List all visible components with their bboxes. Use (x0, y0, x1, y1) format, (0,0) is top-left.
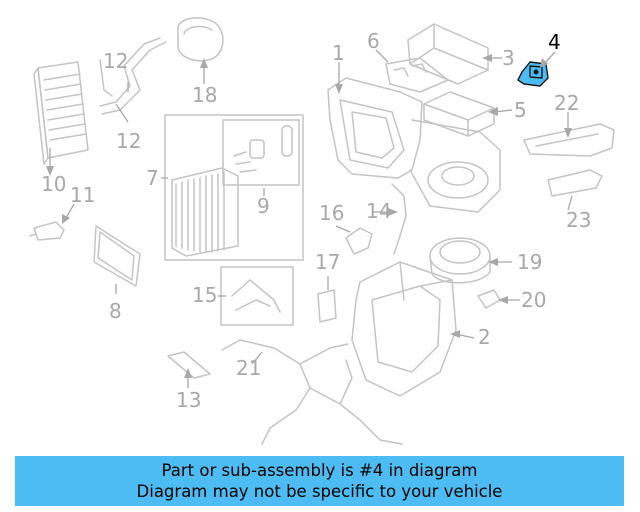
part-hvac-case (327, 77, 501, 213)
callout-2: 2 (478, 325, 491, 349)
part-wire-strand (391, 183, 407, 255)
part-small-module (317, 289, 337, 323)
part-bracket (345, 227, 373, 255)
callout-9: 9 (257, 194, 270, 218)
callout-13: 13 (176, 388, 201, 412)
part-harness-box (220, 266, 294, 326)
callout-17: 17 (315, 250, 340, 274)
banner-line-disclaimer: Diagram may not be specific to your vehi… (136, 482, 503, 501)
callout-5: 5 (514, 98, 527, 122)
callout-12-top: 12 (103, 49, 128, 73)
part-lower-case (351, 261, 457, 397)
callout-7: 7 (146, 166, 159, 190)
part-actuator-highlighted[interactable] (517, 61, 549, 87)
part-top-duct (523, 123, 615, 157)
callout-4[interactable]: 4 (548, 30, 561, 54)
callout-22: 22 (554, 91, 579, 115)
part-heater-core (33, 61, 89, 165)
callout-15: 15 (192, 283, 217, 307)
callout-20: 20 (521, 288, 546, 312)
leader-lines (46, 49, 573, 388)
banner-line-part-number: Part or sub-assembly is #4 in diagram (161, 461, 478, 480)
callout-16: 16 (319, 201, 344, 225)
part-upper-duct (407, 23, 489, 85)
callout-21: 21 (236, 356, 261, 380)
part-duct-outlet (385, 57, 449, 93)
callout-23: 23 (566, 208, 591, 232)
part-foam-pad (177, 17, 224, 62)
callout-19: 19 (517, 250, 542, 274)
part-expansion-valve-box (222, 119, 300, 186)
callout-11: 11 (70, 183, 95, 207)
part-small-duct (547, 169, 603, 197)
callout-18: 18 (192, 83, 217, 107)
callout-8: 8 (109, 299, 122, 323)
part-wire-harness (221, 339, 403, 445)
part-evaporator-box (164, 114, 304, 261)
part-cabin-filter (423, 91, 495, 137)
part-filter-frame (93, 225, 141, 287)
callout-14: 14 (366, 199, 391, 223)
part-clip (167, 351, 211, 379)
part-blower-motor (429, 237, 491, 284)
info-banner: Part or sub-assembly is #4 in diagram Di… (15, 456, 624, 506)
part-sensor (29, 221, 65, 241)
callout-3: 3 (502, 46, 515, 70)
callout-6: 6 (367, 29, 380, 53)
callout-10: 10 (41, 172, 66, 196)
part-case-blower (427, 161, 489, 199)
callout-1: 1 (332, 41, 345, 65)
part-heater-pipes (99, 37, 167, 115)
part-sensor-plug (477, 289, 501, 309)
callout-12-bottom: 12 (116, 129, 141, 153)
